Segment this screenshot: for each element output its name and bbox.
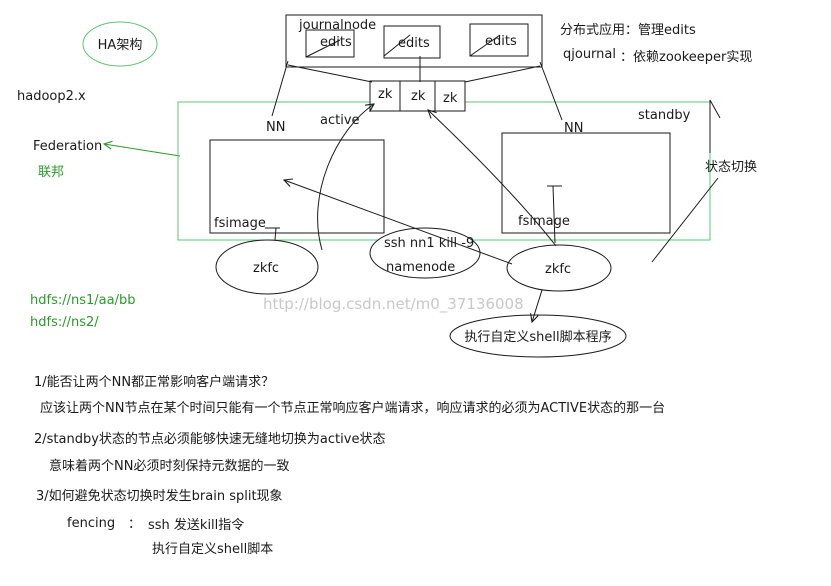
standby-label: standby: [638, 108, 691, 123]
zkfc-left-to-zk-arrow: [317, 104, 374, 251]
jn-to-zk-1: [287, 64, 373, 83]
edits-link-2: [383, 34, 411, 57]
federation-arrow: [104, 144, 181, 157]
switch-label: 状态切换: [705, 160, 757, 175]
zkfc-right-to-shell-arrow: [532, 289, 543, 322]
zkfc-right-label: zkfc: [545, 262, 571, 277]
journalnode-box: [285, 14, 543, 68]
active-label: active: [320, 113, 360, 128]
zk-box-3: [434, 80, 466, 112]
zk-label-3: zk: [443, 91, 458, 106]
switch-arrow-tip: [709, 99, 721, 119]
note-fencing-sep: ：: [128, 517, 142, 532]
note-a2: 意味着两个NN必须时刻保持元数据的一致: [49, 459, 290, 474]
nn-left-box: [209, 139, 385, 234]
watermark: http://blog.csdn.net/m0_37136008: [263, 295, 524, 314]
note-a1: 应该让两个NN节点在某个时间只能有一个节点正常响应客户端请求，响应请求的必须为A…: [40, 401, 666, 416]
ssh-kill-ellipse: [369, 227, 481, 279]
jn-to-zk-3: [464, 65, 541, 83]
edits-link-1: [305, 39, 341, 58]
zkfc-right-to-zk-arrow: [428, 110, 557, 247]
fsimage-right-label: fsimage: [518, 214, 570, 229]
custom-shell-label: 执行自定义shell脚本程序: [464, 329, 611, 345]
zk-dep-label: ：依赖zookeeper实现: [620, 50, 752, 65]
journalnode-label: journalnode: [298, 18, 376, 33]
ha-label: HA架构: [98, 38, 143, 53]
note-fencing-1: ssh 发送kill指令: [148, 518, 245, 533]
hdfs-path-1: hdfs://ns1/aa/bb: [30, 293, 135, 308]
ha-ellipse: [82, 21, 158, 67]
note-q2: 2/standby状态的节点必须能够快速无缝地切换为active状态: [34, 432, 386, 447]
nn-right-box: [501, 132, 671, 234]
zkfc-right-to-nn-left-arrow: [284, 180, 513, 265]
nn-left-label: NN: [266, 120, 285, 135]
zk-box-2: [399, 80, 436, 112]
zk-label-2: zk: [411, 89, 426, 104]
note-fencing-2: 执行自定义shell脚本: [152, 542, 274, 557]
edits-label-2: edits: [398, 36, 430, 51]
hdfs-path-2: hdfs://ns2/: [30, 315, 99, 330]
lianbang-label: 联邦: [38, 165, 64, 180]
zk-label-1: zk: [378, 87, 393, 102]
qjournal-label: qjournal: [563, 47, 616, 62]
edits-label-3: edits: [485, 34, 517, 49]
ssh-kill-label: ssh nn1 kill -9: [384, 236, 474, 251]
nn-right-label: NN: [564, 121, 583, 136]
zkfc-right-to-nn-right: [552, 185, 556, 244]
edits-box-3: [469, 23, 529, 57]
edits-link-3: [469, 34, 501, 57]
note-q1: 1/能否让两个NN都正常影响客户端请求？: [34, 375, 275, 390]
switch-line-down: [651, 177, 719, 263]
zkfc-left-to-nn: [274, 227, 277, 241]
jn-to-nn-left: [271, 60, 289, 117]
note-fencing: fencing: [67, 516, 116, 531]
edits-box-2: [383, 25, 441, 59]
jn-to-nn-right: [539, 61, 563, 121]
hadoop-label: hadoop2.x: [17, 89, 86, 104]
zkfc-left-label: zkfc: [253, 261, 279, 276]
edits-box-1: [305, 29, 355, 58]
fsimage-left-label: fsimage: [214, 216, 266, 231]
note-q3: 3/如何避免状态切换时发生brain split现象: [36, 489, 283, 504]
custom-shell-ellipse: [449, 314, 627, 358]
zkfc-right-ellipse: [506, 244, 612, 292]
zkfc-left-ellipse: [215, 239, 319, 295]
dist-label: 分布式应用：管理edits: [560, 22, 696, 38]
namenode-label: namenode: [386, 260, 455, 275]
federation-label: Federation: [33, 139, 102, 154]
